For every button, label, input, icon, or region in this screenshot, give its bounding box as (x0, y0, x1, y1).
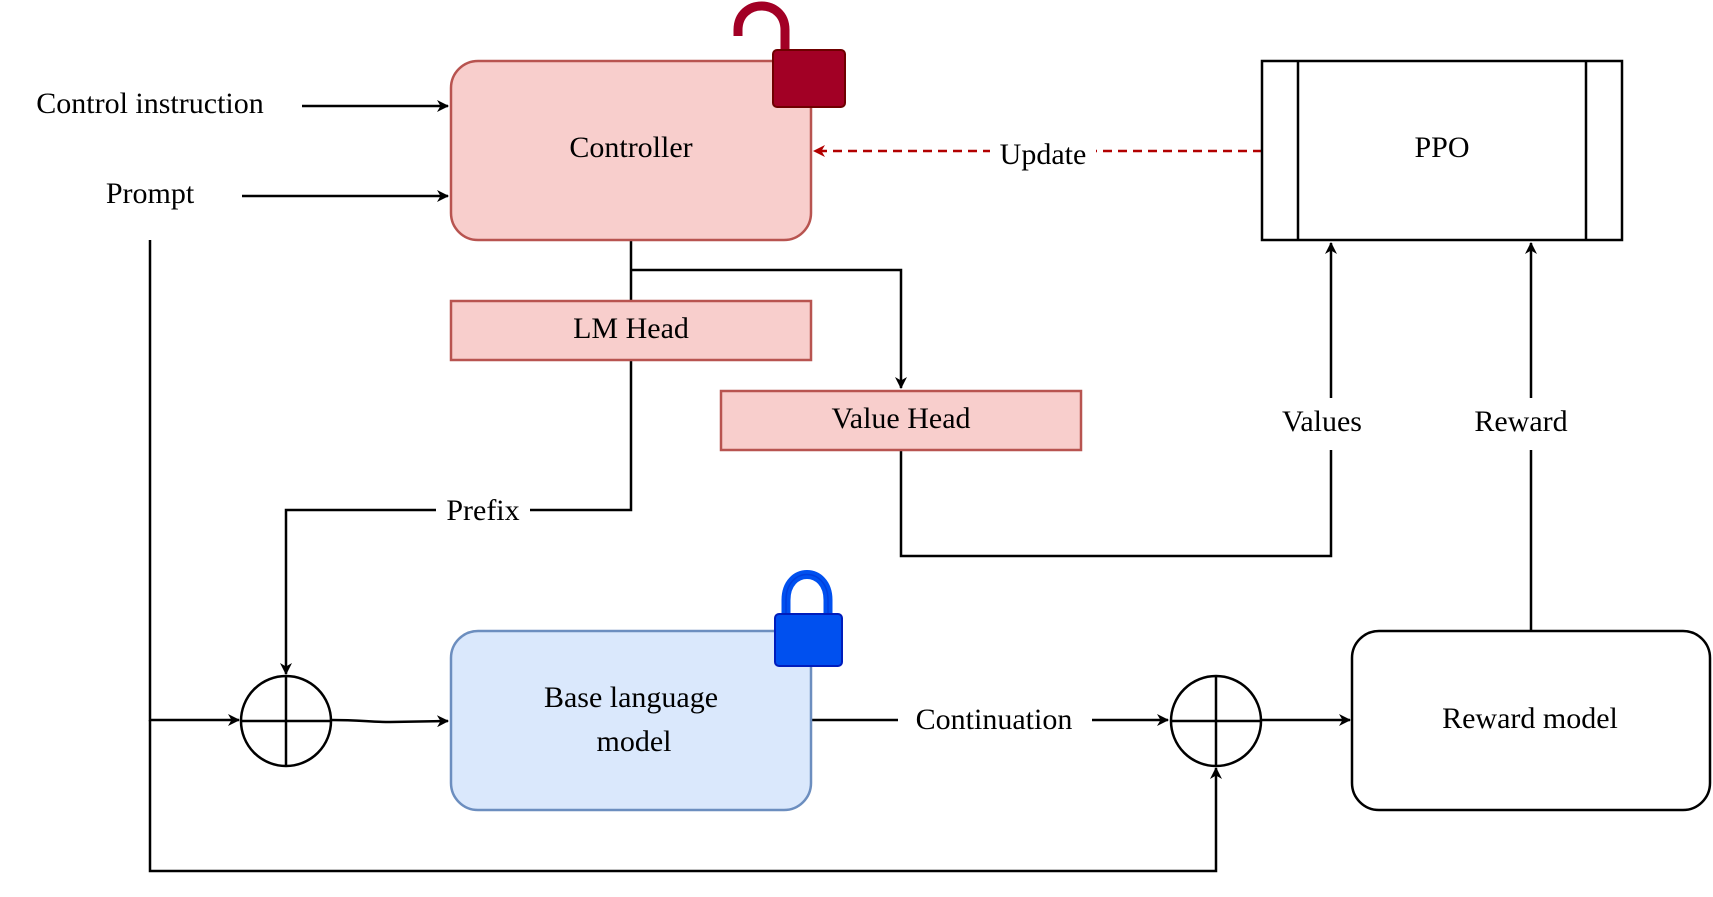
control-instruction-label: Control instruction (36, 87, 264, 120)
update-label: Update (1000, 138, 1087, 171)
edge-controller-to-value-head (631, 268, 907, 389)
prefix-label: Prefix (446, 494, 519, 527)
reward-model-label: Reward model (1442, 702, 1618, 735)
lm-head-box (449, 299, 813, 362)
base-model-label-line2: model (597, 725, 672, 758)
right-combine-node (1169, 674, 1263, 768)
left-combine-node (239, 674, 333, 768)
base-language-model-box (449, 629, 813, 812)
value-head-label: Value Head (831, 402, 970, 435)
continuation-label: Continuation (916, 703, 1073, 736)
ppo-box (1260, 59, 1624, 242)
prompt-label: Prompt (106, 177, 195, 210)
controller-box (449, 59, 813, 242)
controller-label: Controller (569, 131, 692, 164)
edge-prompt-to-left-xor (148, 240, 240, 726)
value-head-box (719, 389, 1083, 452)
base-model-label-line1: Base language (544, 681, 718, 714)
reward-label: Reward (1474, 405, 1567, 438)
values-label: Values (1282, 405, 1362, 438)
locked-padlock-icon (774, 570, 843, 667)
edge-xor-to-base-model (330, 715, 449, 728)
lm-head-label: LM Head (573, 312, 689, 345)
edge-prompt-to-right-xor (148, 720, 1222, 873)
reward-model-box (1350, 629, 1712, 812)
ppo-label: PPO (1414, 131, 1469, 164)
unlocked-padlock-icon (733, 1, 846, 108)
